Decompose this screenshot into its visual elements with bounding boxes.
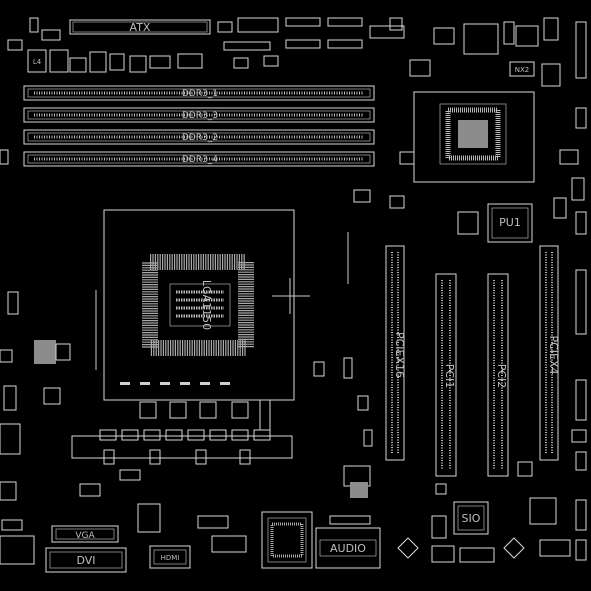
ddr3-slot-1: DDR3_1 — [23, 85, 375, 101]
bottom-left-components — [0, 469, 247, 565]
cpu-label: LGA1150 — [200, 280, 213, 330]
pci1-label: PCI1 — [443, 364, 456, 389]
ddr3-slot-4: DDR3_4 — [23, 151, 375, 167]
vga-connector: VGA — [51, 525, 119, 543]
sio-chip: SIO — [431, 483, 587, 563]
l4-label: L4 — [33, 58, 42, 66]
dvi-label: DVI — [76, 554, 95, 567]
ddr3-3-label: DDR3_3 — [182, 111, 218, 121]
nx2-label: NX2 — [515, 66, 530, 74]
top-left-components: L4 — [7, 17, 405, 73]
dvi-connector: DVI — [45, 547, 127, 573]
pu1-component: PU1 — [457, 177, 587, 243]
ddr3-1-label: DDR3_1 — [182, 89, 218, 99]
audio-connector: AUDIO — [315, 465, 525, 569]
vrm-chokes — [71, 401, 293, 465]
chipset-area: NX2 — [389, 17, 587, 183]
audio-label: AUDIO — [330, 542, 366, 555]
pciex4-label: PCIEX4 — [547, 335, 560, 374]
pci2-slot: PCI2 — [487, 273, 509, 477]
lan-usb-block — [261, 511, 313, 569]
hdmi-connector: HDMI — [149, 545, 191, 569]
pciex16-label: PCIEX16 — [393, 332, 406, 378]
pciex4-slot: PCIEX4 — [539, 245, 560, 461]
pciex16-slot: PCIEX16 — [385, 245, 406, 461]
vga-label: VGA — [75, 531, 95, 541]
cpu-socket: LGA1150 — [103, 209, 310, 401]
ddr3-4-label: DDR3_4 — [182, 155, 218, 165]
hdmi-label: HDMI — [161, 554, 180, 562]
atx-label: ATX — [130, 21, 151, 34]
ddr3-2-label: DDR3_2 — [182, 133, 218, 143]
pci2-label: PCI2 — [495, 364, 508, 389]
atx-connector: ATX — [69, 19, 211, 35]
pci1-slot: PCI1 — [435, 273, 457, 477]
pu1-label: PU1 — [499, 216, 521, 229]
left-side-components — [0, 149, 97, 501]
slot-area-components — [259, 189, 587, 477]
ddr3-slot-2: DDR3_2 — [23, 129, 375, 145]
ddr3-slot-3: DDR3_3 — [23, 107, 375, 123]
sio-label: SIO — [462, 512, 481, 525]
